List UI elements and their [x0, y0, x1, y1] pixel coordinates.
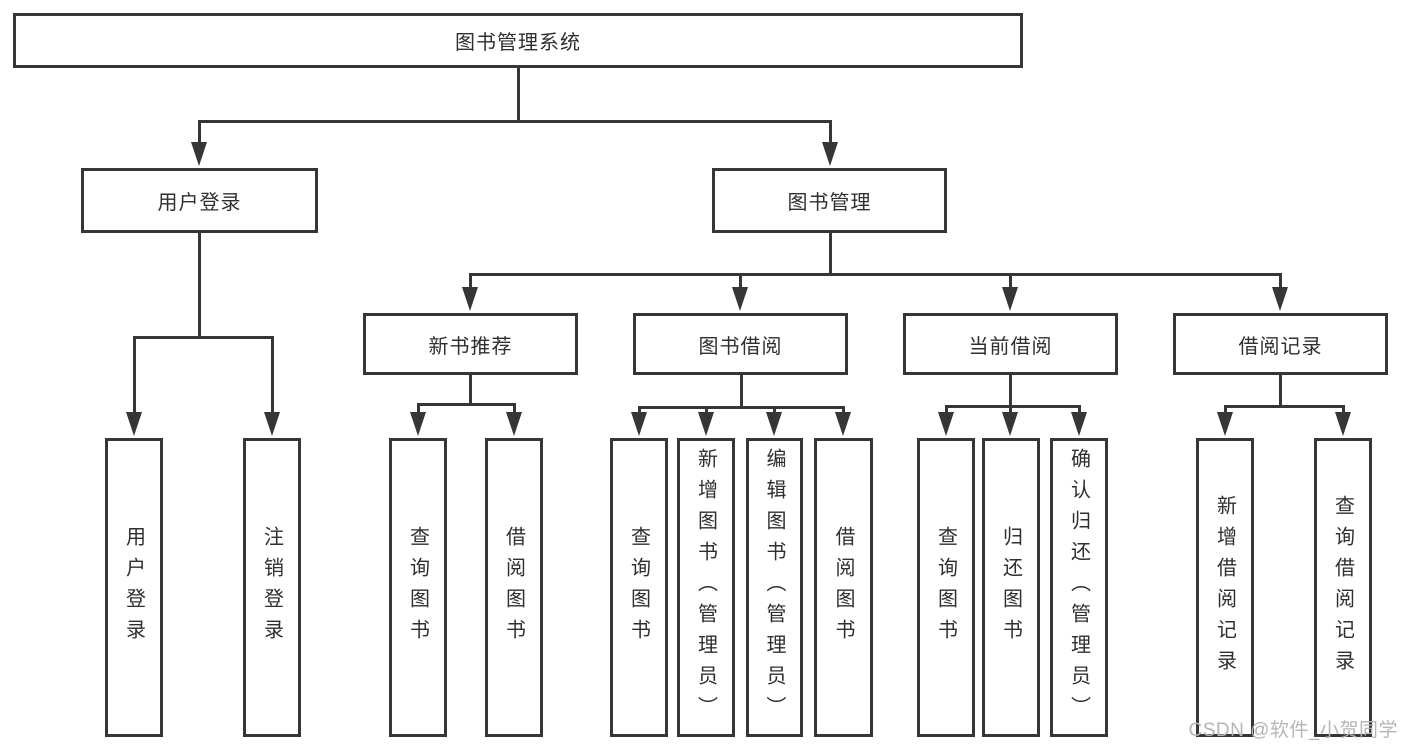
- arrow-down-icon: [631, 412, 647, 436]
- arrow-down-icon: [1002, 412, 1018, 436]
- connector-arrow-shaft: [738, 273, 742, 291]
- arrow-down-icon: [1335, 412, 1351, 436]
- leaf-query-borrow-record: 查询借阅记录: [1314, 438, 1372, 737]
- arrow-down-icon: [1071, 412, 1087, 436]
- arrow-down-icon: [264, 412, 280, 436]
- node-book-management: 图书管理: [712, 168, 947, 233]
- connector-bar: [416, 403, 516, 406]
- connector-bar: [944, 405, 1081, 408]
- connector-arrow-shaft: [704, 406, 708, 416]
- connector-arrow-shaft: [828, 120, 832, 146]
- leaf-borrow-books-borrow: 借阅图书: [814, 438, 873, 737]
- connector-arrow-shaft: [1008, 405, 1012, 416]
- watermark-text: CSDN @软件_小贺同学: [1188, 720, 1398, 741]
- leaf-query-books-borrow: 查询图书: [610, 438, 668, 737]
- leaf-borrow-books-newbook: 借阅图书: [485, 438, 543, 737]
- arrow-down-icon: [766, 412, 782, 436]
- arrow-down-icon: [732, 287, 748, 311]
- connector-arrow-shaft: [1077, 405, 1081, 416]
- leaf-return-book: 归还图书: [982, 438, 1040, 737]
- node-library-system: 图书管理系统: [13, 13, 1023, 68]
- connector-bar: [197, 120, 832, 123]
- connector-bar: [132, 336, 274, 339]
- connector-stem: [739, 375, 743, 409]
- node-book-borrow: 图书借阅: [633, 313, 848, 375]
- connector-arrow-shaft: [1341, 405, 1345, 416]
- arrow-down-icon: [698, 412, 714, 436]
- node-user-login: 用户登录: [81, 168, 318, 233]
- node-borrow-records: 借阅记录: [1173, 313, 1388, 375]
- connector-bar: [468, 273, 1282, 276]
- connector-stem: [1278, 375, 1282, 408]
- arrow-down-icon: [1272, 287, 1288, 311]
- leaf-user-login: 用户登录: [105, 438, 163, 737]
- connector-arrow-shaft: [637, 406, 641, 416]
- leaf-edit-book-admin: 编辑图书（管理员）: [746, 438, 803, 737]
- arrow-down-icon: [126, 412, 142, 436]
- arrow-down-icon: [938, 412, 954, 436]
- connector-arrow-shaft: [512, 403, 516, 416]
- leaf-logout: 注销登录: [243, 438, 301, 737]
- connector-arrow-shaft: [132, 336, 136, 416]
- arrow-down-icon: [1002, 287, 1018, 311]
- leaf-add-book-admin: 新增图书（管理员）: [677, 438, 735, 737]
- connector-arrow-shaft: [1008, 273, 1012, 291]
- connector-bar: [637, 406, 845, 409]
- arrow-down-icon: [462, 287, 478, 311]
- arrow-down-icon: [1217, 412, 1233, 436]
- leaf-query-books-newbook: 查询图书: [389, 438, 447, 737]
- connector-arrow-shaft: [416, 403, 420, 416]
- connector-bar: [1223, 405, 1345, 408]
- connector-arrow-shaft: [270, 336, 274, 416]
- connector-arrow-shaft: [841, 406, 845, 416]
- connector-stem: [828, 233, 832, 276]
- connector-arrow-shaft: [468, 273, 472, 291]
- connector-stem: [1008, 375, 1012, 408]
- connector-stem: [468, 375, 472, 406]
- connector-arrow-shaft: [944, 405, 948, 416]
- connector-arrow-shaft: [1223, 405, 1227, 416]
- leaf-confirm-return-admin: 确认归还（管理员）: [1050, 438, 1108, 737]
- node-new-book-recommend: 新书推荐: [363, 313, 578, 375]
- connector-arrow-shaft: [1278, 273, 1282, 291]
- connector-arrow-shaft: [772, 406, 776, 416]
- connector-stem: [197, 233, 201, 339]
- connector-arrow-shaft: [197, 120, 201, 146]
- arrow-down-icon: [506, 412, 522, 436]
- leaf-add-borrow-record: 新增借阅记录: [1196, 438, 1254, 737]
- arrow-down-icon: [822, 142, 838, 166]
- node-current-borrow: 当前借阅: [903, 313, 1118, 375]
- arrow-down-icon: [410, 412, 426, 436]
- arrow-down-icon: [835, 412, 851, 436]
- leaf-query-books-current: 查询图书: [917, 438, 975, 737]
- arrow-down-icon: [191, 142, 207, 166]
- connector-stem: [516, 68, 520, 123]
